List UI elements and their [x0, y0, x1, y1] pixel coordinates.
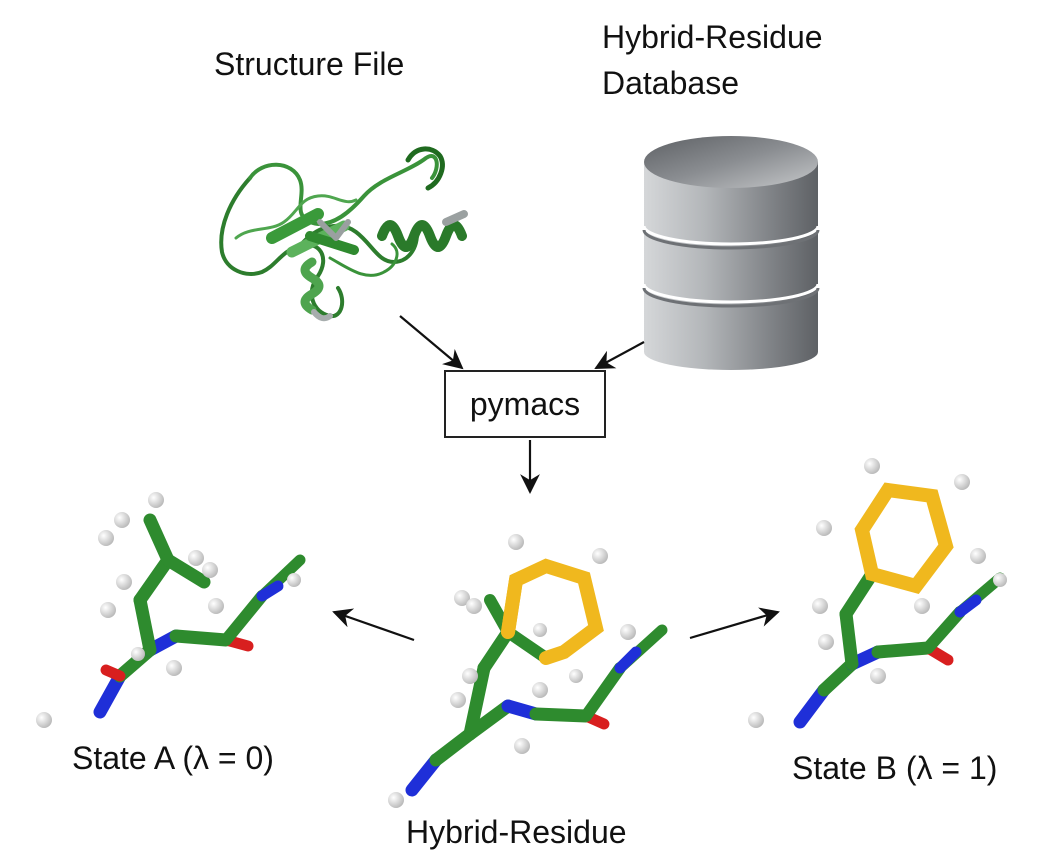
database-label-line2: Database	[602, 65, 739, 101]
state-a-molecule-icon	[36, 492, 306, 728]
hybrid-residue-label: Hybrid-Residue	[406, 814, 627, 850]
state-a-label: State A (λ = 0)	[72, 740, 274, 776]
arrows	[332, 315, 780, 642]
arrow-hybrid-to-state-a	[332, 608, 415, 642]
protein-structure-icon	[219, 146, 468, 322]
arrow-hybrid-to-state-b	[689, 607, 780, 640]
database-icon	[642, 136, 820, 370]
state-b-molecule-icon	[748, 458, 1007, 729]
hybrid-residue-molecule-icon	[388, 534, 668, 808]
state-b-label: State B (λ = 1)	[792, 750, 998, 786]
structure-file-label: Structure File	[214, 46, 405, 82]
database-label: Hybrid-Residue Database	[602, 14, 823, 106]
arrow-structure-to-pymacs	[399, 315, 464, 370]
database-label-line1: Hybrid-Residue	[602, 19, 823, 55]
pymacs-label: pymacs	[469, 385, 581, 422]
arrow-database-to-pymacs	[594, 341, 645, 369]
pymacs-box: pymacs	[444, 370, 606, 438]
